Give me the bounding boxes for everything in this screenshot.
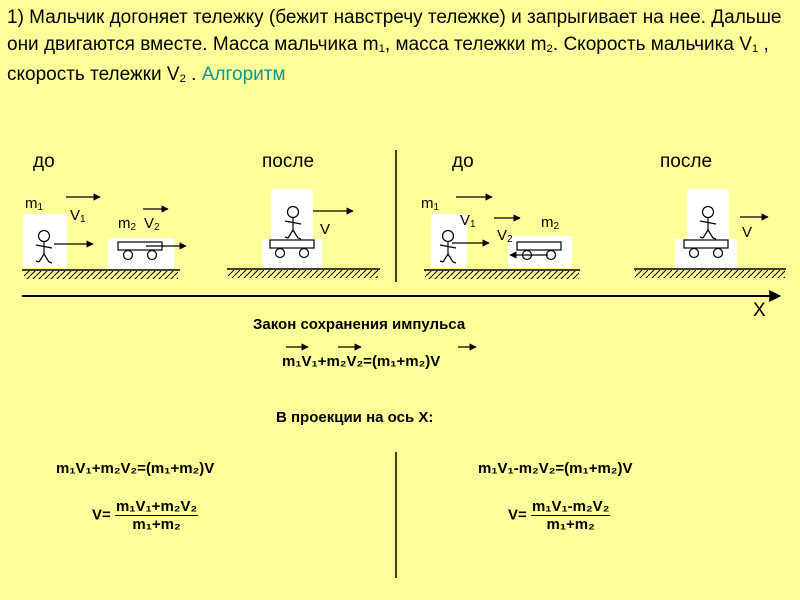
ground-hatch xyxy=(635,270,785,278)
right-velocity-formula: V= m₁V₁-m₂V₂ m₁+m₂ xyxy=(508,498,611,533)
left-projection-equation: m₁V₁+m₂V₂=(m₁+m₂)V xyxy=(56,460,215,477)
x-axis-label: X xyxy=(753,300,766,321)
algorithm-link[interactable]: Алгоритм xyxy=(201,64,286,85)
ground-hatch xyxy=(24,271,178,279)
ground-hatch xyxy=(425,271,579,279)
velocity-v2-label: V2 xyxy=(144,215,160,233)
label-after-right: после xyxy=(660,151,713,172)
velocity-v-label: V xyxy=(320,221,331,238)
problem-text: 1) Мальчик догоняет тележку (бежит навст… xyxy=(7,7,782,85)
mass-m2-label: m2 xyxy=(541,214,560,232)
scene-after-left xyxy=(227,189,380,278)
ground-hatch xyxy=(228,270,378,278)
projection-title: В проекции на ось X: xyxy=(276,409,434,426)
velocity-v2-label: V2 xyxy=(497,227,513,245)
velocity-v1-label: V1 xyxy=(460,212,476,230)
law-title: Закон сохранения импульса xyxy=(253,316,466,333)
label-after-left: после xyxy=(262,151,315,172)
left-fraction: m₁V₁+m₂V₂ m₁+m₂ xyxy=(114,498,199,533)
left-velocity-formula: V= m₁V₁+m₂V₂ m₁+m₂ xyxy=(92,498,199,533)
right-fraction: m₁V₁-m₂V₂ m₁+m₂ xyxy=(530,498,611,533)
label-before-right: до xyxy=(452,151,474,172)
scene-before-left xyxy=(22,193,187,279)
scene-before-right xyxy=(424,193,580,279)
mass-m1-label: m1 xyxy=(25,195,44,213)
law-equation: m₁V₁+m₂V₂=(m₁+m₂)V xyxy=(282,353,441,370)
mass-m1-label: m1 xyxy=(421,195,440,213)
cart-frame xyxy=(508,236,572,268)
mass-m2-label: m2 xyxy=(118,215,137,233)
right-projection-equation: m₁V₁-m₂V₂=(m₁+m₂)V xyxy=(478,460,633,477)
velocity-v1-label: V1 xyxy=(70,207,86,225)
label-before-left: до xyxy=(33,151,55,172)
scene-after-right xyxy=(634,189,786,278)
velocity-v-label: V xyxy=(742,224,753,241)
